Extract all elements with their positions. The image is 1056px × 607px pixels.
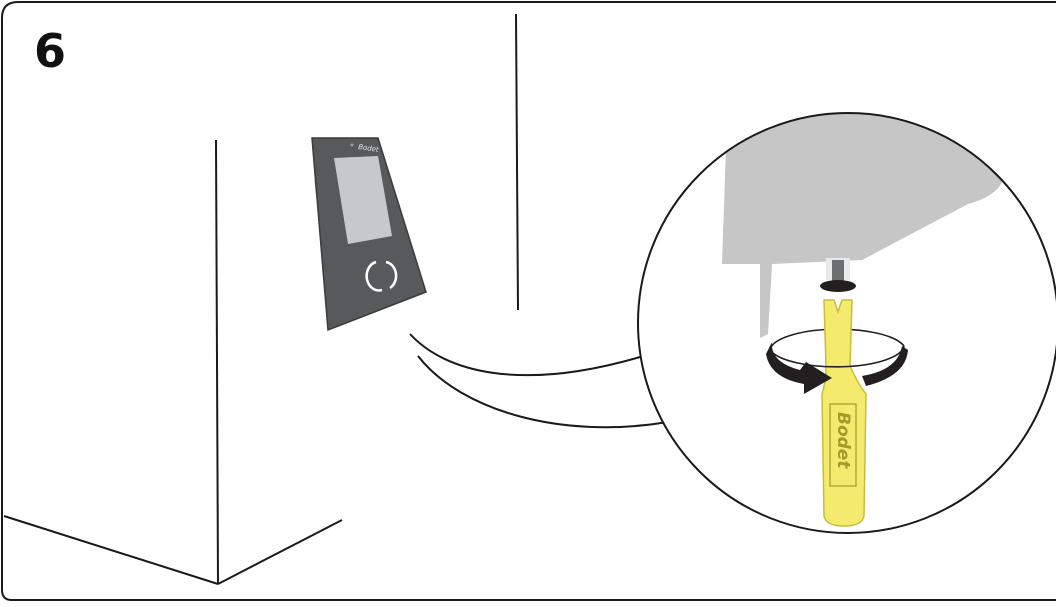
screwdriver-tool: [821, 299, 867, 527]
rotation-ring-front: [769, 345, 905, 368]
wall-edge-right: [515, 13, 519, 311]
wall-drawing: [3, 13, 519, 585]
zoom-detail: Bodet: [722, 113, 1010, 527]
screw-head: [820, 280, 856, 292]
terminal-device: Bodet: [311, 137, 427, 332]
device-underside: [722, 113, 1010, 338]
zoom-circle-outline: [637, 112, 1056, 534]
tool-label-box: [829, 403, 857, 487]
rotation-arrow-icon: [766, 342, 908, 394]
nfc-ring-icon: [365, 260, 398, 292]
screw-thread: [832, 260, 844, 282]
floor-line-left: [3, 515, 219, 585]
tool-brand-label: Bodet: [833, 412, 853, 469]
device-sensor-dot: [350, 143, 354, 147]
floor-line-right: [217, 519, 343, 585]
zoom-callout-tail: [409, 333, 669, 429]
step-number: 6: [34, 24, 67, 78]
device-screen: [334, 156, 392, 244]
pillar-edge: [215, 139, 219, 585]
device-brand-label: Bodet: [358, 143, 380, 154]
